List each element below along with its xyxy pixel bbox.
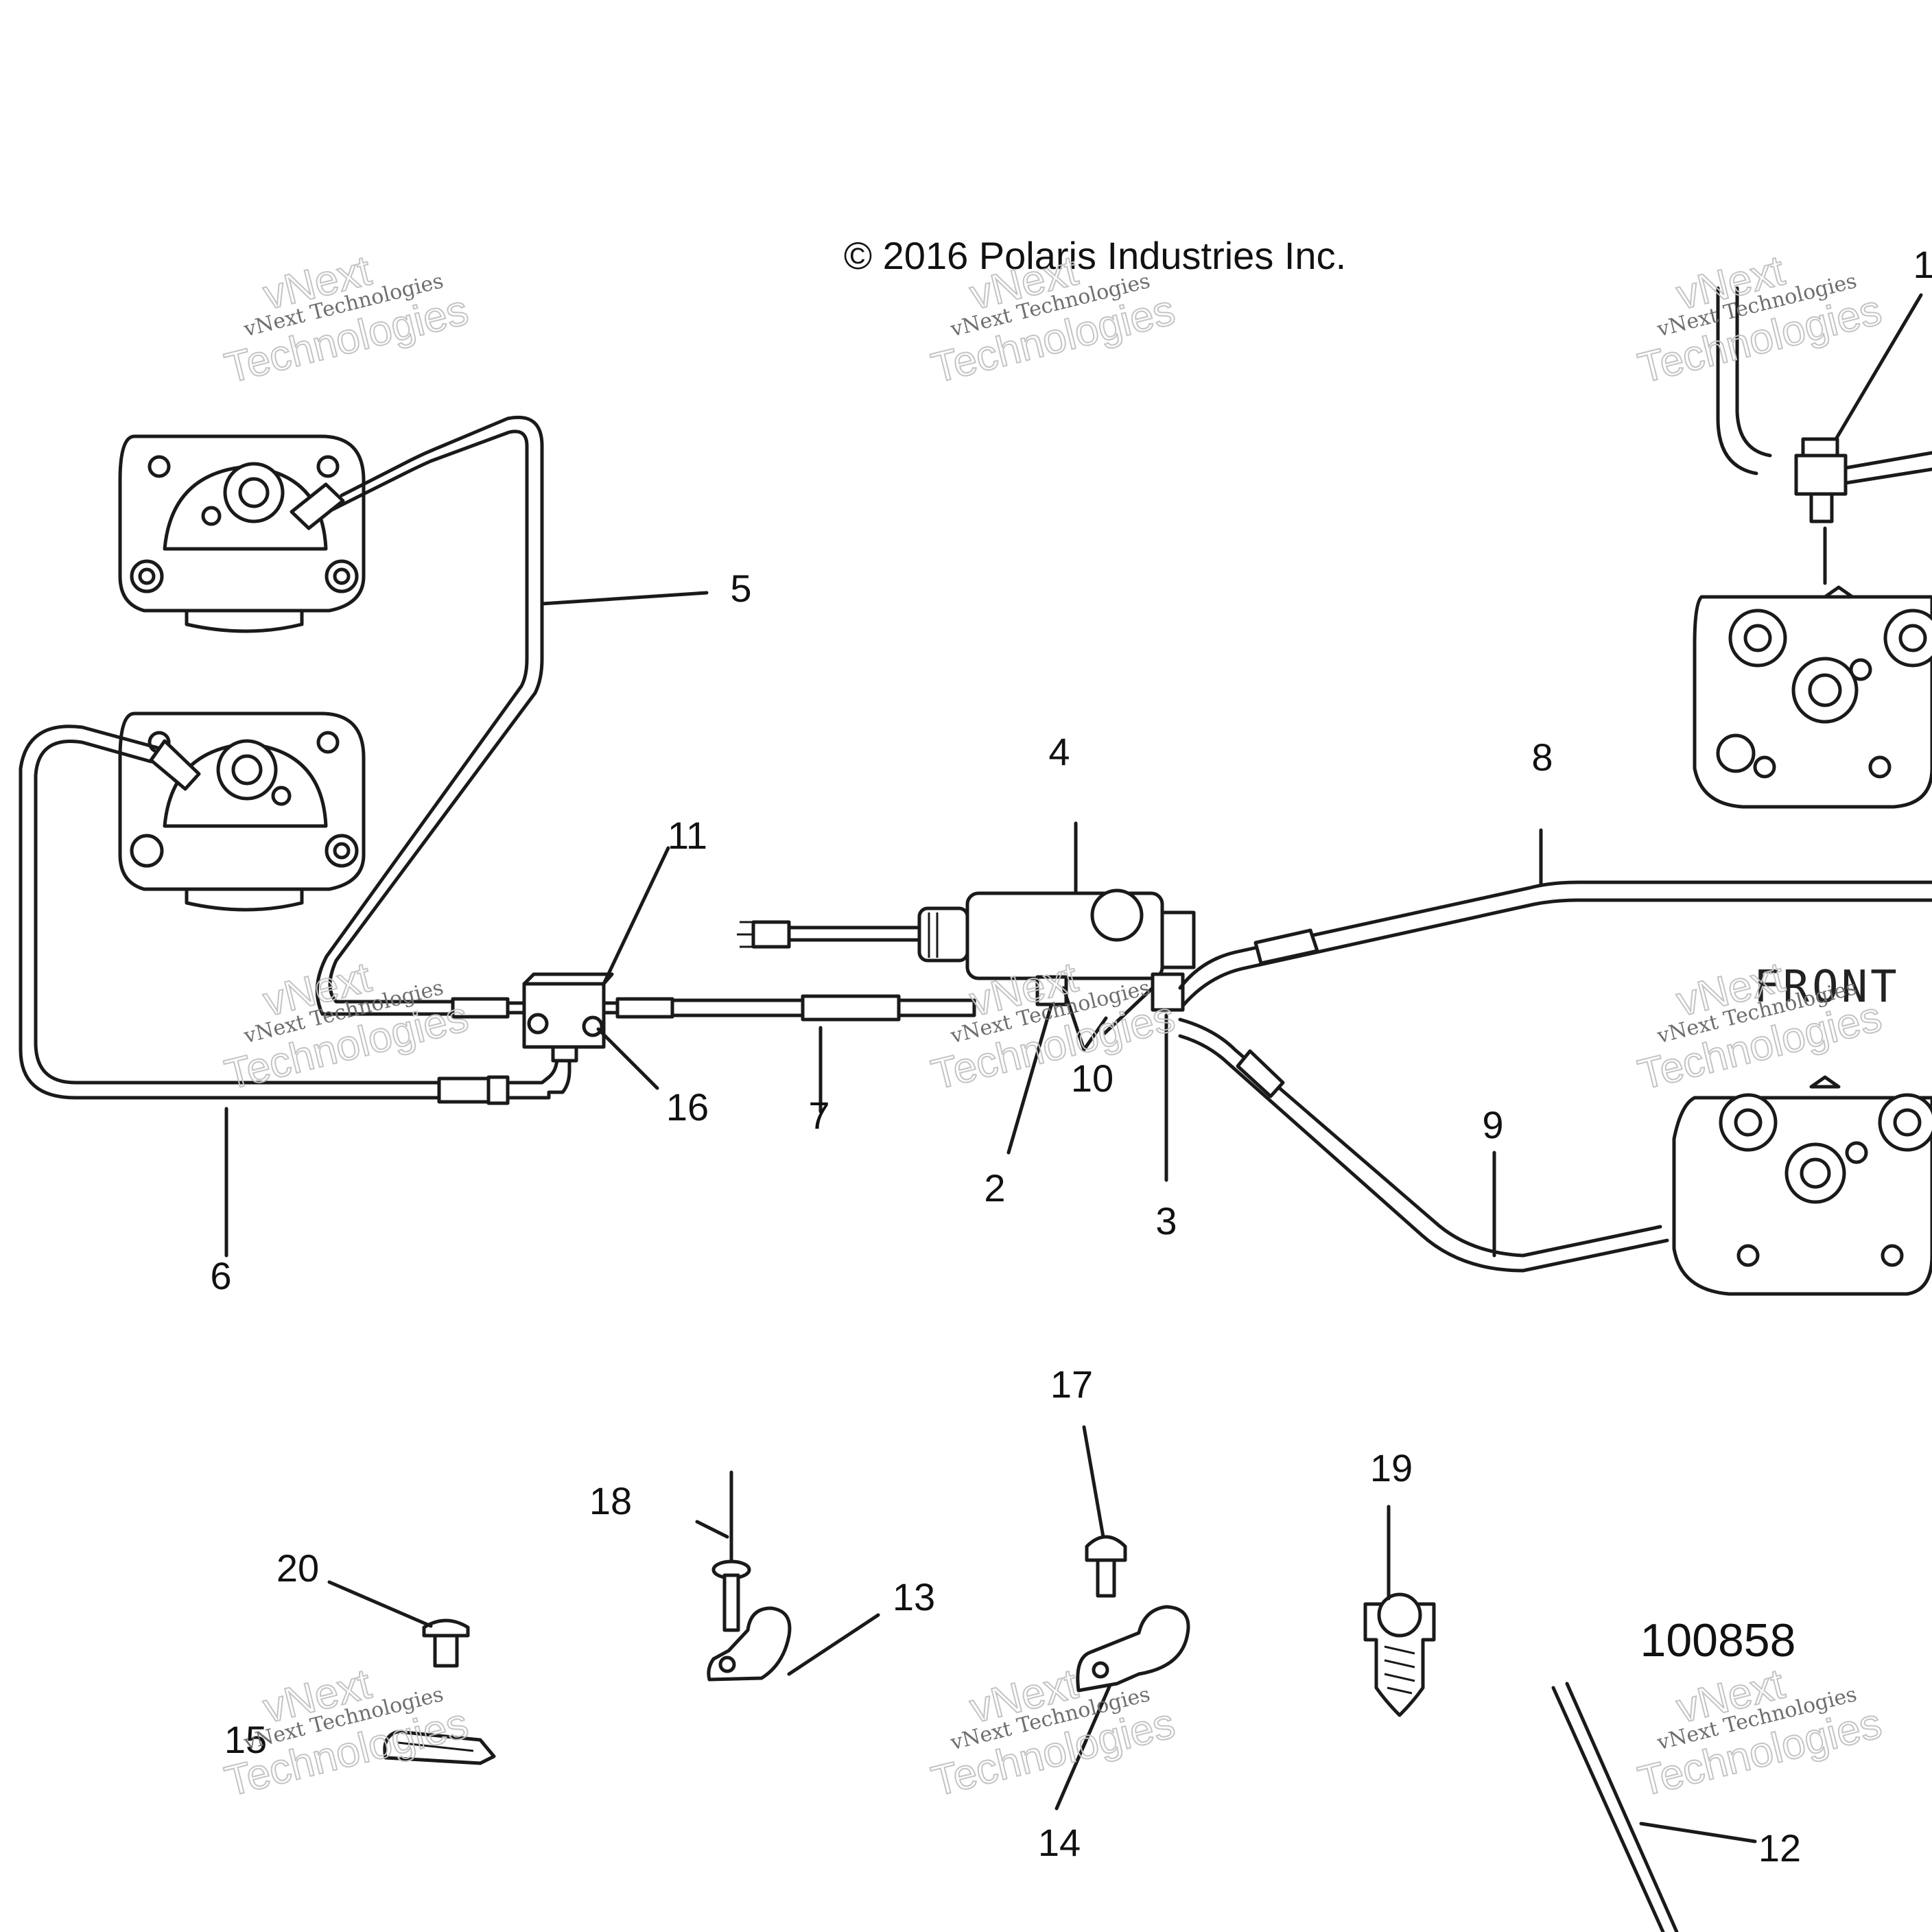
watermark-6: vNext vNext Technologies Technologies [1633, 953, 1887, 1100]
callouts: 1 2 3 4 5 6 7 8 9 10 11 12 13 14 15 16 1… [210, 243, 1932, 1870]
callout-10: 10 [1071, 1057, 1114, 1100]
front-direction-label: FRONT [1754, 962, 1900, 1013]
master-cylinder [737, 888, 1196, 1012]
callout-13: 13 [893, 1575, 935, 1618]
copyright-text: © 2016 Polaris Industries Inc. [844, 234, 1346, 277]
callout-2: 2 [984, 1166, 1005, 1210]
watermark-1: vNext vNext Technologies Technologies [220, 246, 473, 393]
screw-17 [1085, 1535, 1127, 1598]
front-caliper-lower [1672, 1075, 1932, 1296]
watermark-3: vNext vNext Technologies Technologies [1633, 246, 1887, 393]
callout-1: 1 [1913, 243, 1932, 286]
tie-strap-12 [1551, 1682, 1679, 1932]
callout-17: 17 [1050, 1363, 1093, 1406]
figure-number: 100858 [1640, 1614, 1796, 1666]
callout-20: 20 [276, 1546, 319, 1590]
rear-caliper-upper [118, 434, 366, 633]
front-brake-line-bracket [1716, 286, 1932, 523]
rivet-18 [711, 1470, 751, 1632]
brake-line-8 [1178, 880, 1932, 1008]
clip-15 [383, 1730, 496, 1765]
clamp-14 [1076, 1605, 1190, 1693]
leader-lines [224, 293, 1923, 1843]
callout-9: 9 [1482, 1103, 1503, 1146]
brake-line-6 [19, 724, 572, 1105]
brake-line-7 [615, 994, 976, 1022]
callout-12: 12 [1758, 1826, 1801, 1870]
grommet-19 [1363, 1592, 1436, 1717]
front-caliper-upper [1693, 585, 1932, 809]
callout-11: 11 [668, 814, 707, 857]
callout-18: 18 [589, 1479, 632, 1522]
callout-3: 3 [1155, 1199, 1177, 1242]
callout-4: 4 [1048, 730, 1070, 773]
callout-14: 14 [1038, 1821, 1081, 1864]
callout-16: 16 [666, 1085, 709, 1129]
clamp-13 [707, 1606, 792, 1682]
callout-6: 6 [210, 1254, 231, 1297]
callout-5: 5 [730, 567, 751, 610]
callout-19: 19 [1370, 1446, 1413, 1489]
callout-7: 7 [808, 1094, 829, 1137]
brake-line-5 [315, 415, 544, 1016]
callout-8: 8 [1531, 735, 1553, 779]
callout-15: 15 [224, 1718, 267, 1761]
brake-line-9 [1178, 1017, 1669, 1273]
rear-caliper-lower [118, 711, 366, 912]
distribution-block [451, 972, 620, 1063]
